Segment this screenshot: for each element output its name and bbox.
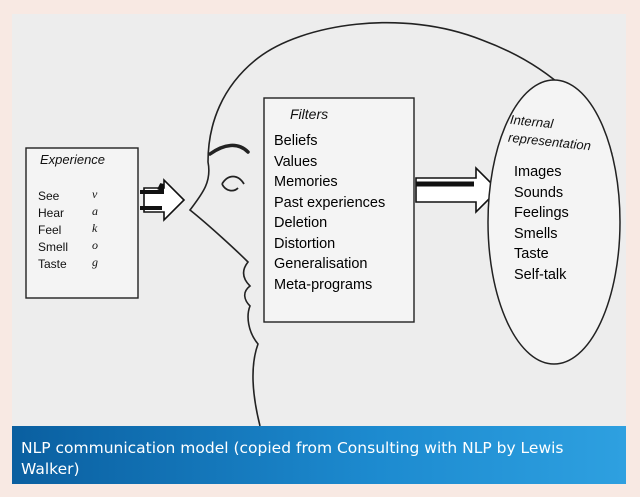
filter-item: Generalisation (274, 256, 368, 272)
internal-item: Images (514, 164, 562, 180)
eyebrow (208, 143, 250, 156)
internal-item: Taste (514, 246, 549, 262)
internal-item: Feelings (514, 205, 569, 221)
experience-item-code: a (92, 204, 98, 218)
arrow-filters-to-internal (415, 166, 500, 214)
internal-item: Sounds (514, 184, 564, 201)
eye (221, 175, 245, 192)
filters-list: Beliefs Values Memories Past experiences… (274, 131, 385, 295)
internal-list: Images Sounds Feelings Smells Taste Self… (514, 162, 569, 285)
filter-item: Beliefs (274, 133, 318, 149)
filter-item: Past experiences (274, 194, 386, 211)
filter-item: Memories (274, 174, 338, 190)
experience-item-label: Taste (38, 257, 67, 271)
filter-item: Deletion (274, 215, 328, 231)
experience-item-code: v (92, 187, 98, 201)
internal-ellipse (487, 79, 621, 365)
filter-item: Distortion (274, 235, 336, 252)
experience-item-code: o (92, 238, 98, 252)
experience-item-code: g (92, 255, 98, 269)
experience-item-label: Feel (38, 223, 62, 237)
filter-item: Values (274, 153, 318, 170)
experience-box (25, 147, 139, 299)
head-outline (188, 21, 613, 426)
experience-item-label: Hear (38, 206, 65, 220)
filter-item: Meta-programs (274, 276, 373, 293)
experience-item-label: Smell (38, 240, 69, 254)
caption-text: NLP communication model (copied from Con… (21, 439, 564, 478)
filters-box (263, 97, 415, 323)
experience-title: Experience (40, 152, 106, 167)
internal-item: Smells (514, 225, 558, 242)
caption-bar: NLP communication model (copied from Con… (12, 426, 626, 484)
internal-item: Self-talk (514, 266, 567, 283)
filters-title: Filters (290, 106, 329, 122)
experience-item-label: See (38, 189, 60, 203)
diagram-figure: Experience See v Hear a Feel k Smell o T… (12, 14, 626, 426)
experience-item-code: k (92, 221, 98, 235)
diagram-lines (25, 21, 621, 426)
